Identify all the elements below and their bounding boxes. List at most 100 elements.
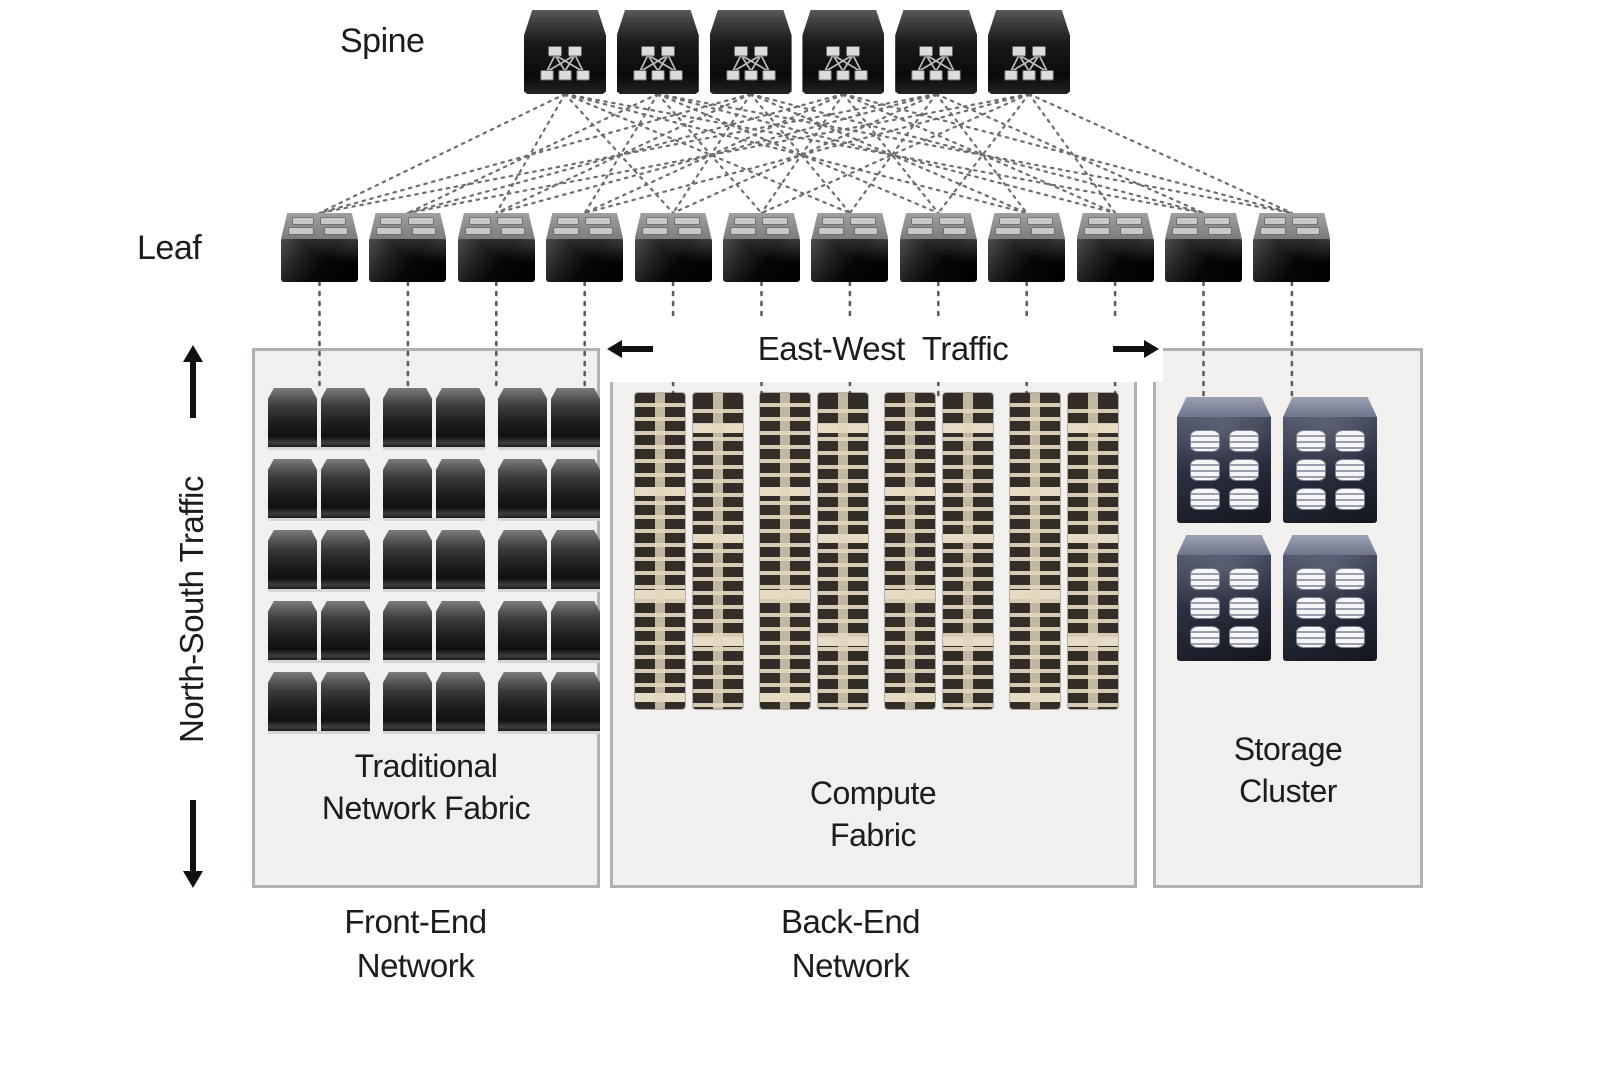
gpu-rack-icon <box>693 393 743 709</box>
gpu-rack-icon <box>1068 393 1118 709</box>
disk-stack-icon <box>1189 597 1220 619</box>
disk-stack-icon <box>1334 597 1365 619</box>
server-icon <box>383 672 432 731</box>
gpu-rack-icon <box>1010 393 1060 709</box>
leaf-switch <box>1253 213 1331 282</box>
leaf-top-face <box>457 213 535 239</box>
disk-stack-icon <box>1334 459 1365 481</box>
leaf-port-bar <box>325 228 347 234</box>
leaf-port-bar <box>381 218 402 224</box>
leaf-switch <box>634 213 712 282</box>
spine-topology-icon <box>911 46 961 81</box>
server-icon <box>321 601 370 660</box>
server-icon <box>436 672 485 731</box>
front-end-network-label: Front-End Network <box>344 903 487 984</box>
leaf-port-bar <box>1209 228 1231 234</box>
storage-unit-body <box>1283 555 1377 661</box>
leaf-front-face <box>811 239 889 282</box>
leaf-port-bar <box>554 228 579 234</box>
disk-stack-icon <box>1228 568 1259 590</box>
spine-topology-icon <box>540 46 590 81</box>
east-west-traffic-label: East-West Traffic <box>603 316 1163 382</box>
leaf-top-face <box>988 213 1066 239</box>
leaf-port-bar <box>465 228 490 234</box>
server-icon <box>436 388 485 447</box>
disk-stack-icon <box>1189 488 1220 510</box>
leaf-port-bar <box>731 228 755 234</box>
disk-stack-icon <box>1189 430 1220 452</box>
leaf-port-bar <box>851 218 876 224</box>
leaf-port-bar <box>501 228 524 234</box>
leaf-front-face <box>899 239 977 282</box>
leaf-front-face <box>1165 239 1242 282</box>
spine-switch <box>524 10 606 94</box>
server-pair <box>268 530 370 592</box>
spine-topology-icon <box>1004 46 1054 81</box>
leaf-port-bar <box>1265 218 1286 224</box>
disk-stack-icon <box>1189 459 1220 481</box>
server-pair <box>383 388 485 450</box>
leaf-top-face <box>369 213 447 239</box>
gpu-rack-column <box>760 393 868 709</box>
leaf-port-bar <box>409 218 434 224</box>
disk-stack-icon <box>1189 568 1220 590</box>
leaf-port-bar <box>1084 228 1109 234</box>
leaf-port-bar <box>767 228 789 234</box>
arrow-up-icon <box>183 345 203 418</box>
server-icon <box>498 601 547 660</box>
disk-stack-icon <box>1295 597 1326 619</box>
leaf-port-bar <box>678 228 701 234</box>
server-pair <box>498 672 600 734</box>
leaf-port-bar <box>1177 218 1197 224</box>
server-pair <box>383 672 485 734</box>
leaf-top-face <box>281 213 358 239</box>
leaf-port-bar <box>1116 218 1141 224</box>
server-pair <box>268 672 370 734</box>
disk-stack-icon <box>1295 430 1326 452</box>
server-icon <box>321 672 370 731</box>
leaf-switch <box>546 213 624 282</box>
server-icon <box>436 530 485 589</box>
storage-unit-lid <box>1177 397 1271 417</box>
server-icon <box>268 601 317 660</box>
leaf-front-face <box>988 239 1066 282</box>
storage-unit-lid <box>1177 535 1271 555</box>
leaf-port-bar <box>590 228 613 234</box>
leaf-front-face <box>546 239 624 282</box>
leaf-front-face <box>1253 239 1331 282</box>
server-icon <box>268 459 317 518</box>
leaf-front-face <box>723 239 800 282</box>
server-icon <box>321 459 370 518</box>
storage-unit-grid <box>1177 397 1377 661</box>
leaf-front-face <box>281 239 358 282</box>
leaf-port-bar <box>558 218 579 224</box>
leaf-switch <box>1076 213 1154 282</box>
storage-unit-icon <box>1177 535 1271 661</box>
server-pair <box>268 388 370 450</box>
leaf-switch <box>723 213 800 282</box>
north-south-traffic-label: North-South Traffic <box>173 476 210 744</box>
gpu-rack-icon <box>885 393 935 709</box>
server-pair <box>498 530 600 592</box>
disk-stack-icon <box>1228 597 1259 619</box>
storage-unit-body <box>1177 417 1271 523</box>
storage-cluster-title: Storage Cluster <box>1233 731 1343 810</box>
east-west-traffic-text: East-West Traffic <box>757 330 1009 367</box>
leaf-port-bar <box>469 218 490 224</box>
storage-unit-icon <box>1283 397 1377 523</box>
leaf-port-bar <box>1297 228 1320 234</box>
server-pair <box>383 601 485 663</box>
disk-stack-icon <box>1189 626 1220 648</box>
leaf-port-bar <box>819 228 844 234</box>
leaf-port-bar <box>943 228 966 234</box>
leaf-front-face <box>369 239 447 282</box>
server-icon <box>498 388 547 447</box>
server-icon <box>383 530 432 589</box>
server-grid <box>268 388 600 736</box>
spine-switch <box>616 10 699 94</box>
leaf-switch <box>988 213 1066 282</box>
server-icon <box>436 601 485 660</box>
leaf-top-face <box>811 213 889 239</box>
arrow-left-icon <box>607 340 653 358</box>
